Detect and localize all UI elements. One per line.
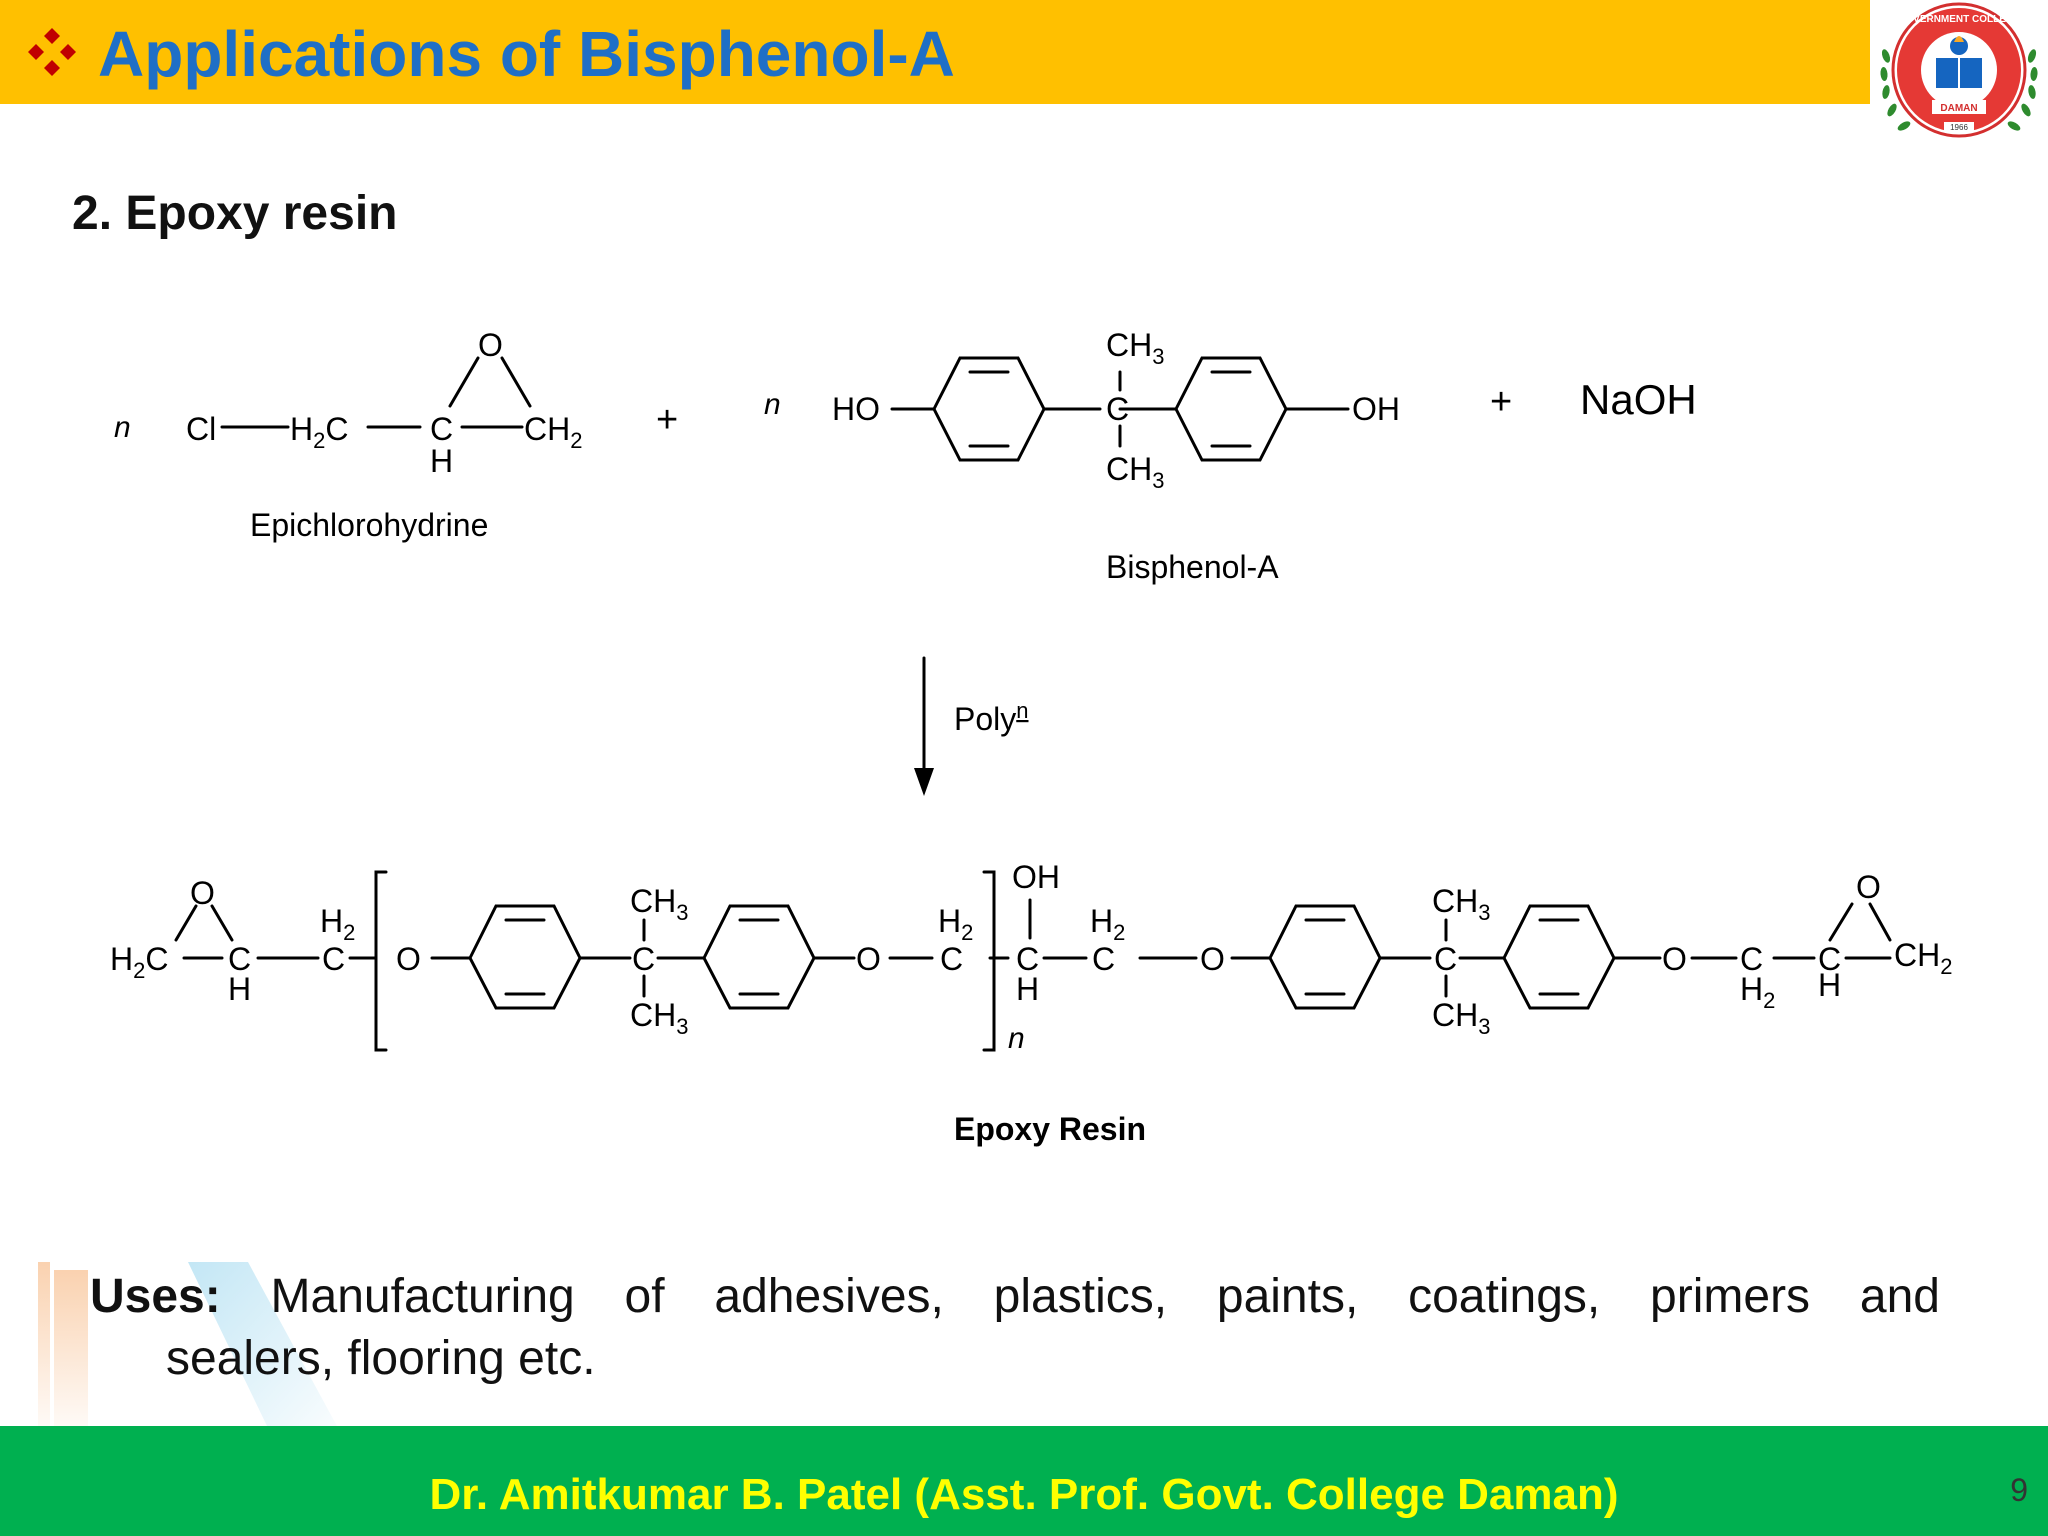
naoh-reagent: NaOH (1580, 376, 1697, 423)
uses-line-2: sealers, flooring etc. (166, 1332, 596, 1385)
product-o-2: O (856, 941, 881, 977)
cl-atom: Cl (186, 411, 216, 447)
product-methyl-bottom-2: CH3 (1432, 997, 1490, 1039)
product-c-mid: C (940, 941, 963, 977)
uses-word: coatings, (1408, 1270, 1601, 1323)
product-h2-left: H2 (320, 903, 355, 945)
uses-label: Uses: (90, 1270, 221, 1323)
diamond-bullet-icon (28, 28, 76, 76)
oh-group: OH (1352, 391, 1400, 427)
product-o-1: O (396, 941, 421, 977)
product-h2-right: H2 (1740, 971, 1775, 1013)
uses-paragraph: Uses: Manufacturing of adhesives, plastics,… (90, 1266, 1940, 1390)
h2c-atom: H2C (290, 411, 348, 453)
section-heading: 2. Epoxy resin (72, 187, 398, 240)
product-h-left: H (228, 971, 251, 1007)
page-number: 9 (2010, 1472, 2028, 1508)
product-central-c-1: C (632, 941, 655, 977)
product-epoxide-o-left: O (190, 875, 215, 911)
product-hydroxyl: OH (1012, 859, 1060, 895)
arrow-label: Polyn (954, 698, 1029, 737)
svg-text:GOVERNMENT COLLEGE: GOVERNMENT COLLEGE (1898, 14, 2021, 25)
uses-word: plastics, (993, 1270, 1168, 1323)
product-choh-carbon: C (1016, 941, 1039, 977)
uses-word: paints, (1216, 1270, 1359, 1323)
reactant2-coefficient: n (764, 388, 781, 421)
uses-word: primers (1650, 1270, 1811, 1323)
product-c-right-1: C (1740, 941, 1763, 977)
repeat-unit-n: n (1008, 1022, 1025, 1055)
uses-word: Manufacturing (270, 1270, 575, 1323)
product-h-right: H (1818, 967, 1841, 1003)
product-o-4: O (1662, 941, 1687, 977)
product-central-c-2: C (1434, 941, 1457, 977)
product-c-left: C (228, 941, 251, 977)
footer-bar: Dr. Amitkumar B. Patel (Asst. Prof. Govt… (0, 1426, 2048, 1536)
ho-group: HO (832, 391, 880, 427)
epoxide-oxygen: O (478, 327, 503, 363)
decorative-background-graphic (38, 1262, 338, 1428)
slide-title: Applications of Bisphenol-A (98, 18, 955, 90)
svg-text:1966: 1966 (1950, 123, 1968, 132)
product-o-3: O (1200, 941, 1225, 977)
bisphenol-a-label: Bisphenol-A (1106, 549, 1279, 585)
product-epoxide-o-right: O (1856, 869, 1881, 905)
plus-sign-2: + (1490, 381, 1512, 423)
h-atom: H (430, 443, 453, 479)
product-h2c-left: H2C (110, 941, 168, 983)
svg-text:DAMAN: DAMAN (1940, 103, 1977, 114)
methyl-bottom: CH3 (1106, 451, 1164, 493)
plus-sign-1: + (656, 399, 678, 441)
product-ch2-right: CH2 (1894, 937, 1952, 979)
product-h2-mid-2: H2 (1090, 903, 1125, 945)
product-h2-mid: H2 (938, 903, 973, 945)
product-methyl-bottom-1: CH3 (630, 997, 688, 1039)
ch-atom: C (430, 411, 453, 447)
central-carbon: C (1106, 391, 1129, 427)
product-methyl-top-2: CH3 (1432, 883, 1490, 925)
epoxy-resin-label: Epoxy Resin (954, 1111, 1146, 1147)
title-bar: Applications of Bisphenol-A (0, 0, 1870, 104)
uses-word: adhesives, (714, 1270, 944, 1323)
product-methyl-top-1: CH3 (630, 883, 688, 925)
college-emblem-icon: GOVERNMENT COLLEGE DAMAN 1966 (1880, 2, 2038, 138)
footer-author-text: Dr. Amitkumar B. Patel (Asst. Prof. Govt… (429, 1470, 1619, 1519)
uses-line-1: Uses: Manufacturing of adhesives, plastics,… (90, 1266, 1940, 1328)
product-ch2-carbon-left: C (322, 941, 345, 977)
uses-word: and (1859, 1270, 1940, 1323)
product-choh-h: H (1016, 971, 1039, 1007)
product-c-mid-2: C (1092, 941, 1115, 977)
epichlorohydrine-label: Epichlorohydrine (250, 507, 488, 543)
uses-word: of (624, 1270, 665, 1323)
product-c-right-2: C (1818, 941, 1841, 977)
methyl-top: CH3 (1106, 327, 1164, 369)
ch2-group: CH2 (524, 411, 582, 453)
reactant1-coefficient: n (114, 411, 131, 444)
